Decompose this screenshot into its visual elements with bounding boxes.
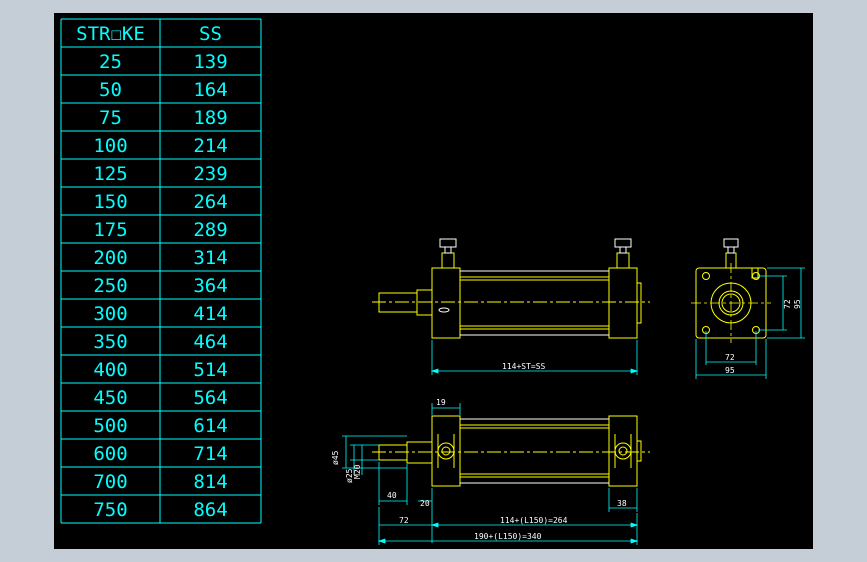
- dim-end-view: [695, 267, 805, 379]
- side-view-top: [378, 252, 642, 339]
- table-cell-stroke: 400: [93, 359, 127, 381]
- table-cell-ss: 864: [193, 499, 227, 521]
- dim-label-end-width: 72: [725, 353, 735, 362]
- port-fittings-top: [438, 238, 632, 313]
- dim-label-rod-dia: ø25: [345, 468, 354, 483]
- dim-label-end-height: 72: [783, 299, 792, 309]
- table-cell-ss: 289: [193, 219, 227, 241]
- dim-label-rear: 38: [617, 499, 627, 508]
- table-cell-stroke: 450: [93, 387, 127, 409]
- end-view-fitting: [723, 238, 739, 254]
- table-cell-stroke: 100: [93, 135, 127, 157]
- end-port-side: [751, 267, 759, 279]
- table-cell-ss: 514: [193, 359, 227, 381]
- rear-port: [616, 252, 630, 269]
- table-cell-ss: 414: [193, 303, 227, 325]
- rear-pivot: [614, 442, 632, 460]
- table-cell-stroke: 25: [99, 51, 122, 73]
- stroke-table-text: STR☐KE SS 25 139 50 164 75 189 100 214 125 239 150 26…: [76, 23, 227, 521]
- table-cell-ss: 564: [193, 387, 227, 409]
- dim-label-collar: 20: [420, 499, 430, 508]
- table-cell-ss: 189: [193, 107, 227, 129]
- dim-label-bore-dia: ø45: [331, 450, 340, 465]
- dim-label-front: 72: [399, 516, 409, 525]
- table-cell-stroke: 250: [93, 275, 127, 297]
- front-port: [441, 252, 455, 269]
- dim-label-pivot-offset: 19: [436, 398, 446, 407]
- table-cell-stroke: 350: [93, 331, 127, 353]
- table-cell-stroke: 750: [93, 499, 127, 521]
- drawing-canvas[interactable]: STR☐KE SS 25 139 50 164 75 189 100 214 125 239 150 26…: [54, 13, 813, 549]
- table-cell-ss: 239: [193, 163, 227, 185]
- dim-label-end-total-height: 95: [793, 299, 802, 309]
- end-view-centerlines: [691, 263, 771, 343]
- table-cell-stroke: 500: [93, 415, 127, 437]
- rear-clevis-cap: [608, 415, 638, 487]
- end-bore-rod: [721, 293, 741, 313]
- table-header-ss: SS: [199, 23, 222, 45]
- rear-clevis-lip: [636, 440, 642, 462]
- table-cell-stroke: 600: [93, 443, 127, 465]
- dim-label-body-length: 114+(L150)=264: [500, 516, 568, 525]
- rear-cap: [608, 267, 638, 339]
- rear-cap-lip: [636, 282, 642, 324]
- table-header-stroke: STR☐KE: [76, 23, 145, 45]
- table-cell-ss: 814: [193, 471, 227, 493]
- dim-label-total-length: 190+(L150)=340: [474, 532, 542, 541]
- table-cell-ss: 714: [193, 443, 227, 465]
- table-cell-ss: 464: [193, 331, 227, 353]
- table-cell-stroke: 700: [93, 471, 127, 493]
- dim-label-thread: M20: [353, 464, 362, 479]
- table-cell-ss: 314: [193, 247, 227, 269]
- table-cell-ss: 139: [193, 51, 227, 73]
- table-cell-stroke: 150: [93, 191, 127, 213]
- front-cap: [431, 267, 461, 339]
- table-cell-ss: 614: [193, 415, 227, 437]
- table-cell-ss: 264: [193, 191, 227, 213]
- dim-label-top-length: 114+ST=SS: [502, 362, 546, 371]
- front-pivot: [437, 442, 455, 460]
- table-cell-ss: 164: [193, 79, 227, 101]
- stroke-table-grid: [60, 18, 262, 524]
- drawing-svg: STR☐KE SS 25 139 50 164 75 189 100 214 125 239 150 26…: [60, 18, 805, 545]
- dim-label-end-total-width: 95: [725, 366, 735, 375]
- table-cell-stroke: 50: [99, 79, 122, 101]
- side-view-bottom: [378, 415, 642, 487]
- table-cell-stroke: 300: [93, 303, 127, 325]
- front-clevis-cap: [431, 415, 461, 487]
- table-cell-stroke: 75: [99, 107, 122, 129]
- dim-bottom: [342, 403, 639, 545]
- table-cell-stroke: 175: [93, 219, 127, 241]
- dim-top-length: [430, 340, 639, 375]
- table-cell-stroke: 125: [93, 163, 127, 185]
- table-cell-ss: 214: [193, 135, 227, 157]
- dim-label-rod-length: 40: [387, 491, 397, 500]
- table-cell-ss: 364: [193, 275, 227, 297]
- table-cell-stroke: 200: [93, 247, 127, 269]
